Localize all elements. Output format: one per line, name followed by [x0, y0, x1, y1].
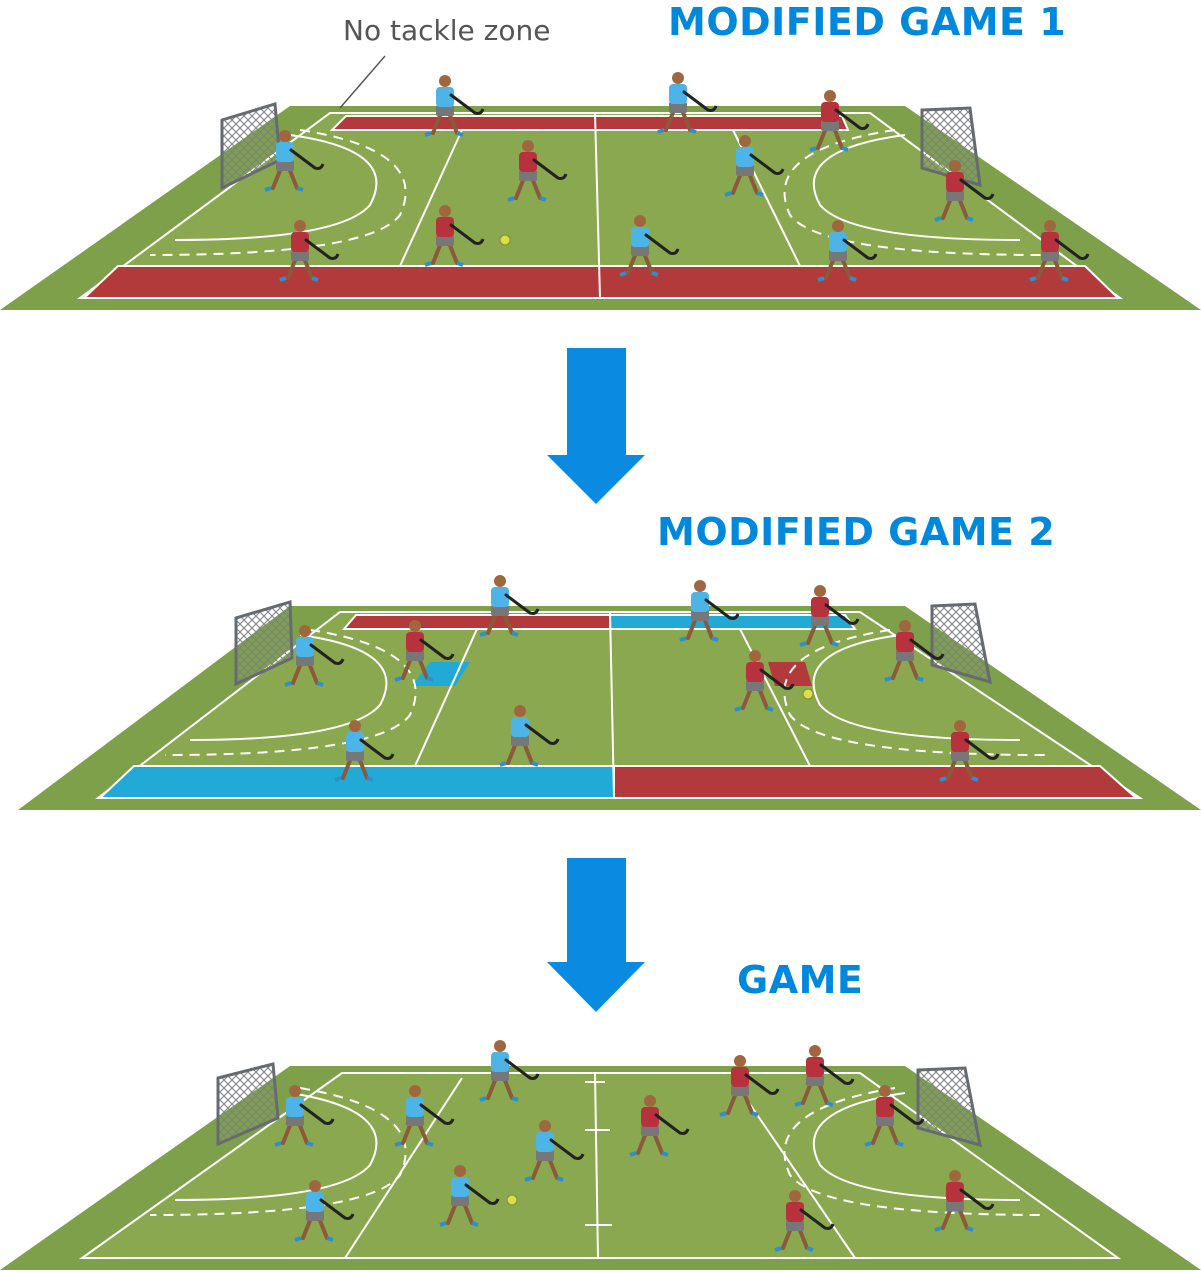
player-red [864, 1085, 925, 1147]
title-modified-game-2: MODIFIED GAME 2 [657, 510, 1056, 554]
goal-right [916, 1066, 982, 1148]
player-red [279, 220, 340, 282]
player-red [934, 1170, 995, 1232]
panel-modified-game-2 [18, 600, 1201, 810]
pitch [78, 1072, 1122, 1259]
arrow-down-icon [547, 858, 645, 1012]
ball [802, 688, 814, 700]
player-blue [294, 1180, 355, 1242]
no-tackle-zone-label: No tackle zone [343, 14, 551, 47]
player-blue [679, 580, 740, 642]
player-blue [724, 135, 785, 197]
player-blue [499, 705, 560, 767]
player-red [1029, 220, 1090, 282]
zone-square-blue [412, 662, 470, 686]
player-blue [439, 1165, 500, 1227]
player-red [629, 1095, 690, 1157]
player-blue [817, 220, 878, 282]
no-tackle-zone-top [329, 115, 850, 131]
ball [499, 234, 511, 246]
balls-layer [499, 234, 814, 1206]
player-red [799, 585, 860, 647]
player-red [424, 205, 485, 267]
player-blue [264, 130, 325, 192]
player-blue [524, 1120, 585, 1182]
goal-right [930, 602, 992, 685]
panel-game [0, 1062, 1201, 1270]
player-red [934, 160, 995, 222]
arrow-down-icon [547, 348, 645, 504]
player-blue [394, 1085, 455, 1147]
player-red [809, 90, 870, 152]
player-red [394, 620, 455, 682]
goal-left [216, 1062, 280, 1147]
player-red [734, 650, 795, 712]
no-tackle-zone-pointer [339, 55, 386, 109]
zone-square-red [768, 662, 812, 686]
player-blue [284, 625, 345, 687]
ball [506, 1194, 518, 1206]
zone-bottom-left-blue [97, 765, 615, 799]
player-blue [619, 215, 680, 277]
player-red [507, 140, 568, 202]
player-blue [657, 72, 718, 134]
players-layer [264, 72, 1090, 1252]
player-red [719, 1055, 780, 1117]
player-blue [334, 720, 395, 782]
title-game: GAME [737, 958, 864, 1002]
player-blue [424, 75, 485, 137]
zone-top-left-red [341, 614, 611, 630]
zone-bottom-right-red [613, 765, 1139, 799]
goal-right [920, 106, 982, 188]
no-tackle-zone-bottom [81, 265, 1121, 299]
player-blue [479, 575, 540, 637]
player-blue [479, 1040, 540, 1102]
player-red [774, 1190, 835, 1252]
player-red [794, 1045, 855, 1107]
title-modified-game-1: MODIFIED GAME 1 [668, 0, 1067, 44]
panel-modified-game-1 [0, 55, 1201, 310]
goal-left [234, 600, 294, 687]
player-red [939, 720, 1000, 782]
player-blue [274, 1085, 335, 1147]
player-red [884, 620, 945, 682]
